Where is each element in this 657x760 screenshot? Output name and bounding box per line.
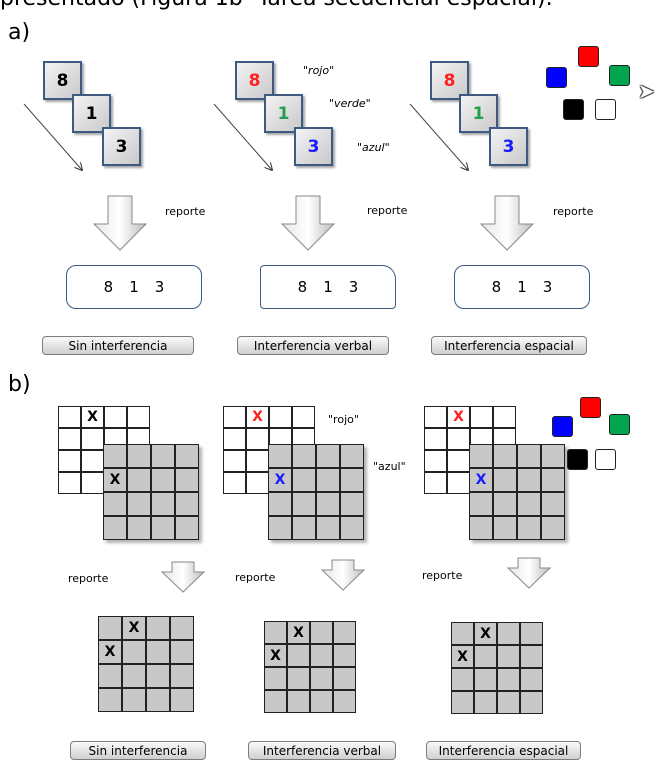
digit-card: 3 (294, 127, 333, 166)
condition-button-spatial[interactable]: Interferencia espacial (426, 741, 581, 760)
section-b-label: b) (8, 372, 31, 397)
color-square-white[interactable] (595, 99, 616, 120)
mouse-pointer-icon: ➤ (638, 79, 655, 103)
answer-grid: X X (98, 616, 194, 712)
gray-grid: X (103, 444, 199, 540)
down-arrow-icon (479, 195, 535, 251)
color-square-black[interactable] (567, 449, 588, 470)
sequence-arrow (23, 103, 82, 170)
sequence-arrow (213, 103, 272, 170)
answer-grid: X X (264, 621, 356, 713)
condition-button-no-interference[interactable]: Sin interferencia (70, 741, 206, 760)
color-square-red[interactable] (578, 46, 599, 67)
color-square-red[interactable] (580, 397, 601, 418)
report-label: reporte (367, 204, 408, 217)
sequence-arrow (409, 103, 468, 170)
verbal-word: "azul" (373, 460, 406, 473)
condition-button-no-interference[interactable]: Sin interferencia (42, 336, 194, 355)
report-label: reporte (422, 569, 463, 582)
down-arrow-icon (506, 557, 552, 589)
color-square-green[interactable] (609, 65, 630, 86)
down-arrow-icon (92, 195, 148, 251)
condition-button-verbal[interactable]: Interferencia verbal (248, 741, 396, 760)
digit-card: 1 (264, 94, 303, 133)
digit-card: 8 (43, 61, 82, 100)
digit-card: 1 (72, 94, 111, 133)
digit-card: 8 (430, 61, 469, 100)
verbal-word: "rojo" (303, 64, 335, 77)
down-arrow-icon (160, 561, 206, 593)
color-square-black[interactable] (563, 99, 584, 120)
color-square-blue[interactable] (546, 67, 567, 88)
condition-button-verbal[interactable]: Interferencia verbal (237, 336, 389, 355)
report-label: reporte (165, 205, 206, 218)
digit-card: 1 (459, 94, 498, 133)
digit-card: 3 (489, 127, 528, 166)
condition-button-spatial[interactable]: Interferencia espacial (431, 336, 587, 355)
section-a-label: a) (8, 20, 31, 45)
verbal-word: "rojo" (328, 413, 359, 426)
report-label: reporte (68, 572, 109, 585)
color-square-white[interactable] (595, 449, 616, 470)
digit-card: 8 (235, 61, 274, 100)
gray-grid: X (469, 444, 565, 540)
top-text: presentado (Figura 1b- Tarea secuencial … (0, 0, 553, 11)
color-square-blue[interactable] (552, 416, 573, 437)
answer-grid: X X (451, 622, 543, 714)
down-arrow-icon (320, 559, 366, 591)
digit-card: 3 (102, 127, 141, 166)
gray-grid: X (268, 444, 364, 540)
report-label: reporte (235, 571, 276, 584)
down-arrow-icon (280, 195, 336, 251)
verbal-word: "azul" (357, 141, 390, 154)
color-square-green[interactable] (609, 414, 630, 435)
report-label: reporte (553, 205, 594, 218)
verbal-word: "verde" (329, 97, 371, 110)
